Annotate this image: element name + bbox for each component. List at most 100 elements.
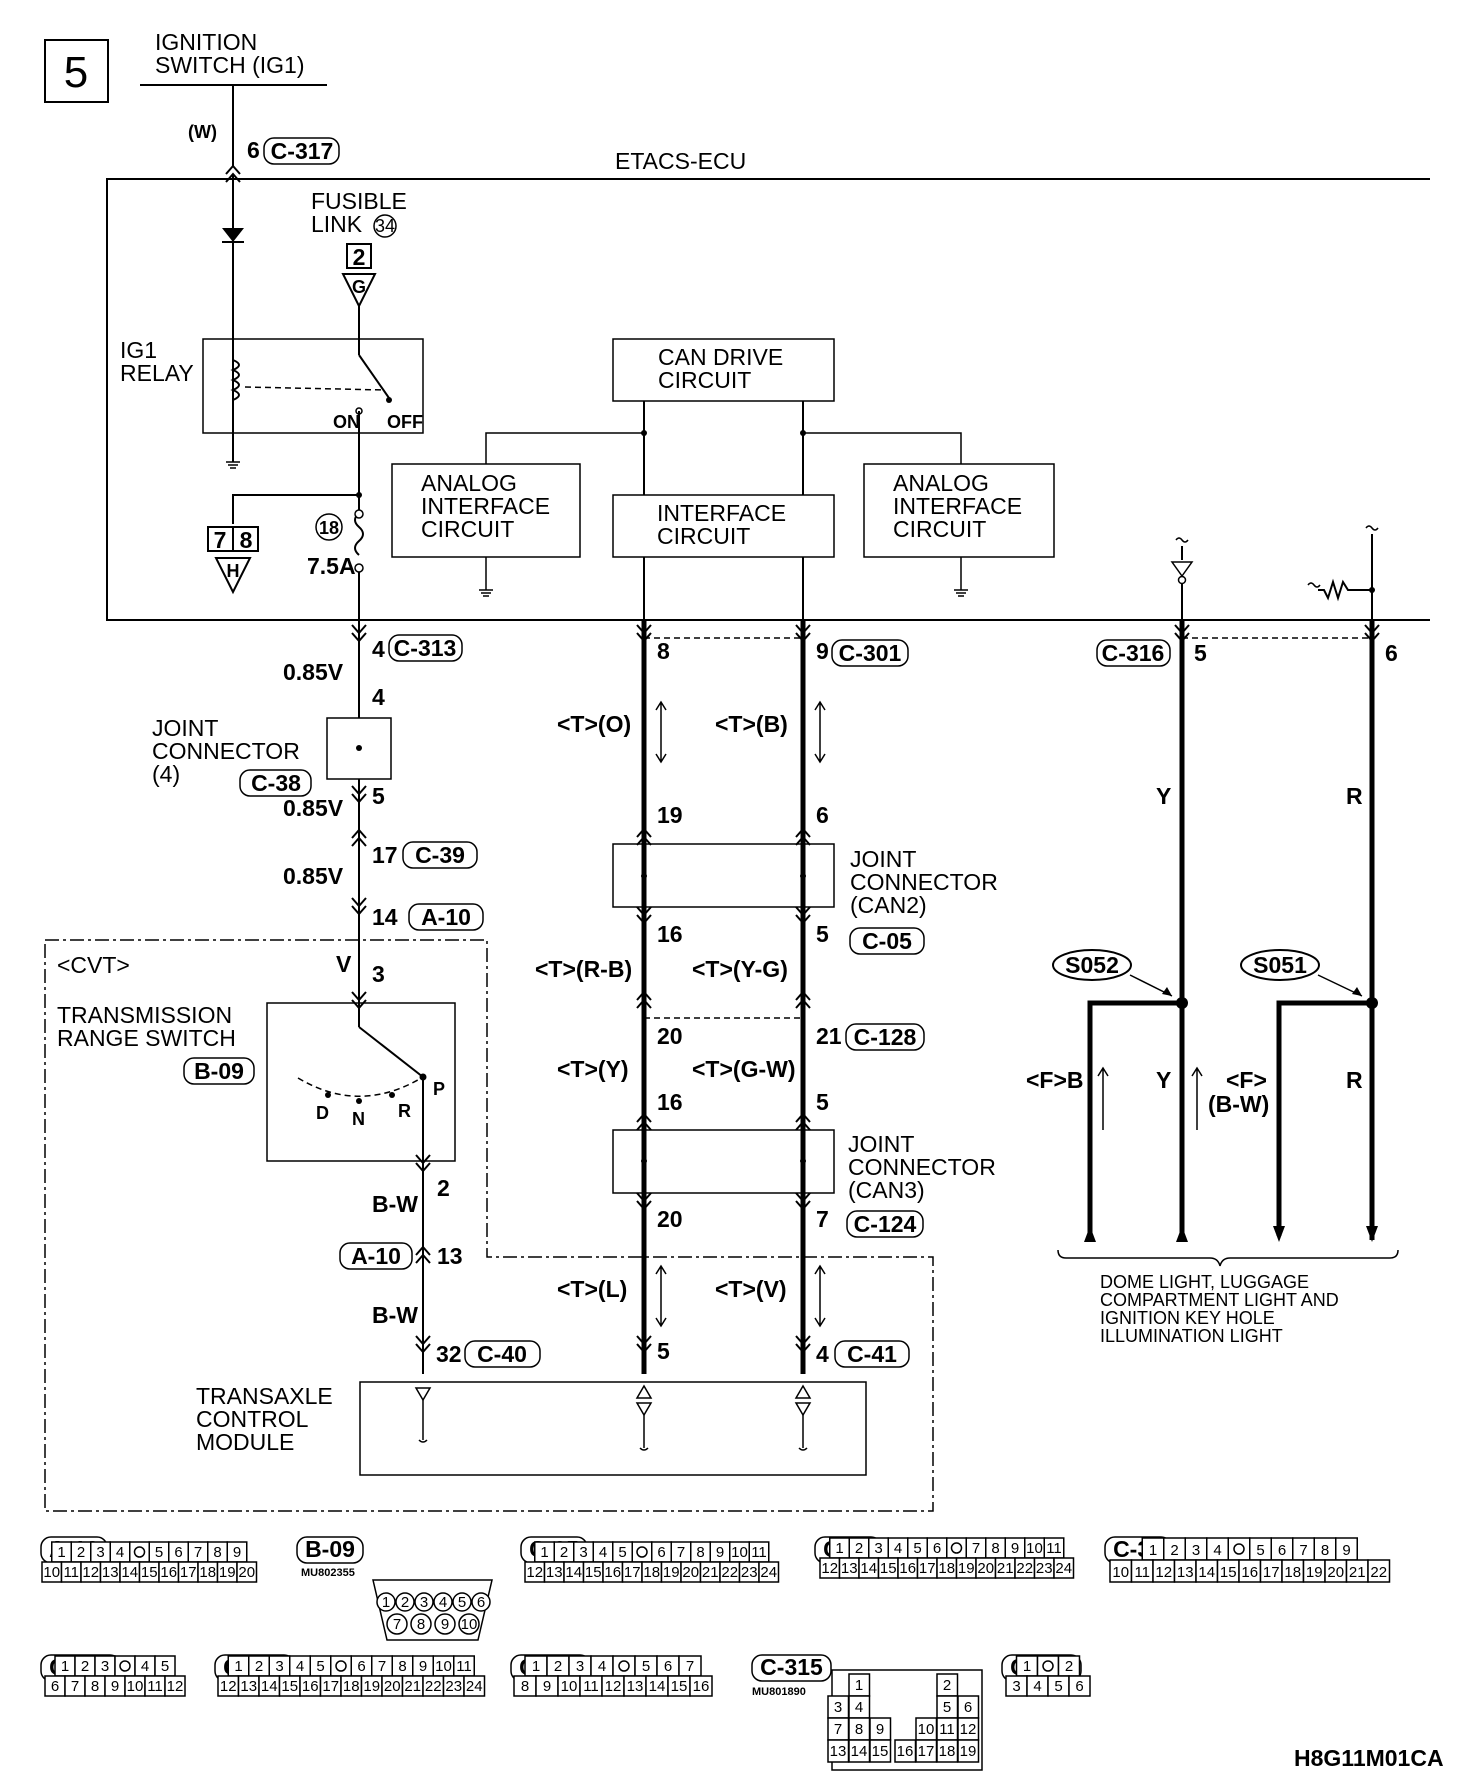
pin-number: 20: [682, 1564, 699, 1581]
pin-number: 9: [233, 1544, 241, 1561]
pin-number: 5: [1054, 1678, 1062, 1695]
pin-number: 7: [686, 1658, 694, 1675]
connector-arrow: [795, 1335, 811, 1354]
pin-number: 5: [943, 1699, 951, 1716]
pin-number: 17: [918, 1743, 935, 1760]
pointer-arrowhead: [1162, 987, 1172, 996]
pin-number: 11: [751, 1544, 767, 1561]
trs-contact-r: [389, 1092, 395, 1098]
pin-number: 8: [417, 1616, 425, 1633]
tcm-can-l-terminal-icon: [635, 1384, 653, 1417]
pin-circle: [433, 1592, 453, 1612]
pin-number: 19: [960, 1743, 977, 1760]
pin-cell: [689, 1675, 713, 1697]
pin-cell: [957, 1739, 980, 1763]
pin-number: 23: [741, 1564, 758, 1581]
dome-light-brace: [1057, 1249, 1399, 1267]
c317-label: C-317: [271, 138, 334, 164]
pin-number: 10: [1026, 1540, 1043, 1557]
pin-number: 10: [561, 1678, 578, 1695]
pin-number: 9: [419, 1658, 427, 1675]
relay-box: [202, 338, 424, 434]
can3-pin-out-l: 20: [657, 1206, 683, 1232]
fl-pin-box: [346, 243, 372, 269]
pin-number: 16: [604, 1564, 621, 1581]
a10-label-bottom: A-10: [351, 1243, 401, 1269]
resistor-icon: [1318, 578, 1372, 602]
wire-break-icon: [1175, 537, 1189, 543]
trs-position-n: N: [352, 1109, 365, 1129]
c39-pin: 17: [372, 842, 398, 868]
pin-number: 2: [401, 1594, 409, 1611]
splice-s052: S052: [1065, 952, 1119, 978]
connector-arrow: [636, 1335, 652, 1354]
pin-number: 24: [466, 1678, 483, 1695]
wire-t-gw: <T>(G-W): [692, 1056, 796, 1082]
trs-position-d: D: [316, 1103, 329, 1123]
can3-pin-in-r: 5: [816, 1089, 829, 1115]
pin-cell: [1367, 1559, 1391, 1583]
c301-tag: [831, 639, 909, 667]
pin-number: 12: [960, 1721, 977, 1738]
pin-number: 18: [343, 1678, 360, 1695]
pin-number: 3: [579, 1544, 587, 1561]
pin-number: 4: [296, 1658, 304, 1675]
pin-number: 21: [404, 1678, 421, 1695]
pin-number: 2: [1065, 1658, 1073, 1675]
pin-number: 14: [860, 1560, 877, 1577]
pin-circle: [434, 1613, 456, 1635]
pin-number: 13: [546, 1564, 563, 1581]
ground-tag-pin-7: 7: [214, 527, 227, 553]
c301-label: C-301: [839, 640, 902, 666]
can2-conn: C-05: [862, 928, 912, 954]
wire-t-yg: <T>(Y-G): [692, 956, 788, 982]
pin-number: 1: [1023, 1658, 1031, 1675]
relay-linkage: [244, 386, 386, 391]
connector-arrow: [795, 1192, 811, 1211]
pin-number: 6: [664, 1658, 672, 1675]
pin-number: 17: [1263, 1564, 1280, 1581]
pin-number: 14: [851, 1743, 868, 1760]
tcm-terminal-icon: [414, 1387, 432, 1402]
ground-icon: [226, 461, 240, 469]
pin-number: 6: [657, 1544, 665, 1561]
wire-t-rb: <T>(R-B): [535, 956, 632, 982]
wire-color-v: V: [336, 951, 352, 977]
splice-s051: S051: [1253, 952, 1307, 978]
lock-icon: [119, 1660, 131, 1672]
pin-number: 11: [583, 1678, 599, 1695]
c316-label: C-316: [1102, 640, 1165, 666]
pin-number: 21: [1349, 1564, 1366, 1581]
jc4-pin-out: 5: [372, 783, 385, 809]
pin-number: 9: [1011, 1540, 1019, 1557]
analog-interface-right-box: [863, 463, 1055, 558]
fuse-rating: 7.5A: [307, 553, 356, 579]
relay-switch-arm: [358, 354, 390, 399]
pin-number: 23: [1036, 1560, 1053, 1577]
pin-number: 3: [874, 1540, 882, 1557]
pin-number: 20: [1327, 1564, 1344, 1581]
pin-number: 16: [899, 1560, 916, 1577]
part-number: MU801890: [752, 1686, 806, 1698]
pin-number: 15: [1220, 1564, 1237, 1581]
ground-icon: [954, 589, 968, 597]
wire-break-icon: [1307, 582, 1321, 588]
pin-number: 13: [240, 1678, 257, 1695]
jc4-conn-tag: [239, 769, 312, 797]
pin-number: 12: [1155, 1564, 1172, 1581]
fuse-number-circle: [315, 513, 343, 541]
pin-number: 13: [102, 1564, 119, 1581]
pin-number: 3: [1192, 1542, 1200, 1559]
c39-tag: [402, 841, 478, 869]
connector-tag: [296, 1536, 364, 1564]
pin-number: 5: [618, 1544, 626, 1561]
connector-arrow: [351, 897, 367, 916]
pin-number: 11: [939, 1721, 955, 1738]
pin-number: 14: [649, 1678, 666, 1695]
pin-number: 3: [96, 1544, 104, 1561]
connector-name: C-315: [760, 1654, 823, 1680]
